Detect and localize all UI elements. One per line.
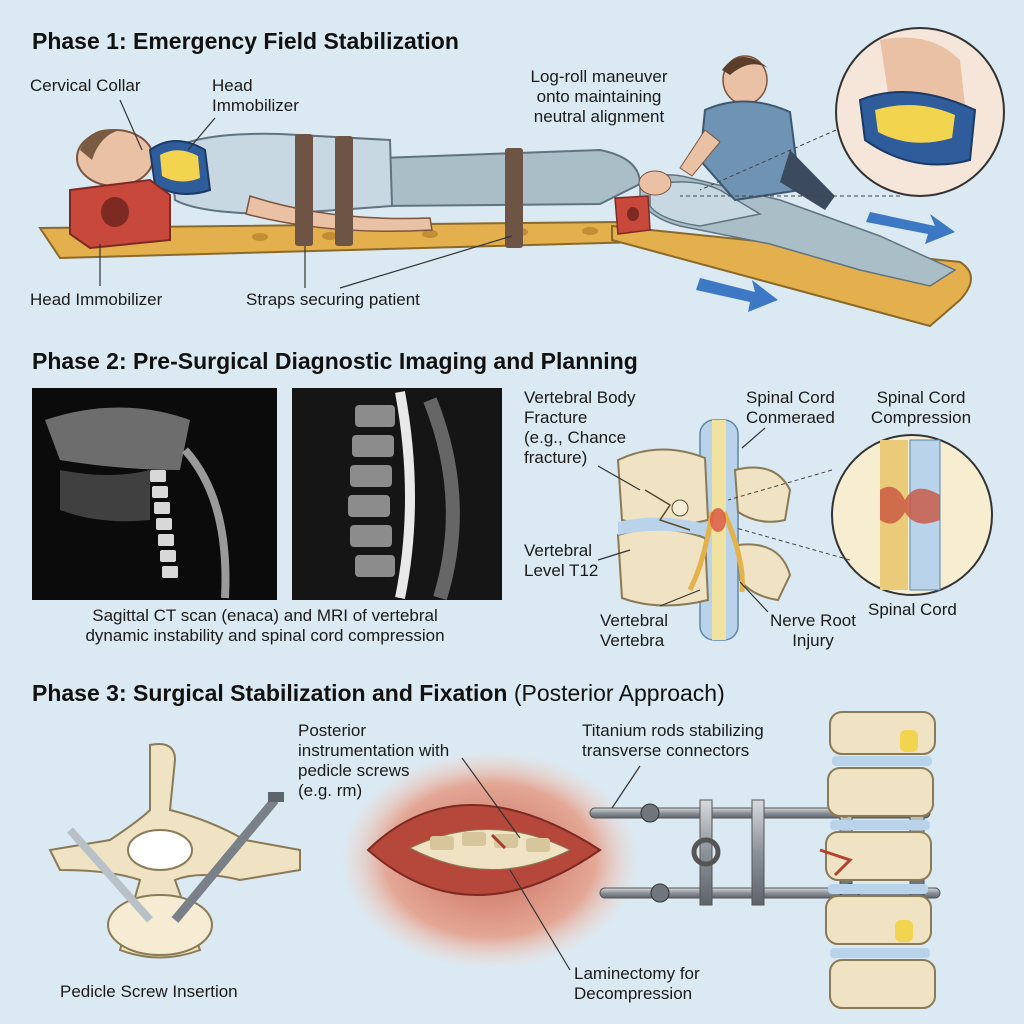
phase3-heading-main: Phase 3: Surgical Stabilization and Fixa… — [32, 680, 508, 706]
surgical-site — [340, 750, 640, 970]
phase1-heading: Phase 1: Emergency Field Stabilization — [32, 28, 459, 54]
phase2-leader-lines — [597, 427, 769, 613]
label-pedicle-screw-insertion: Pedicle Screw Insertion — [60, 982, 238, 1001]
label-vertebral-body-fracture: Vertebral Body Fracture (e.g., Chance fr… — [524, 388, 636, 467]
label-spinal-cord: Spinal Cord — [868, 600, 957, 619]
patient-straps — [295, 134, 523, 248]
phase3-heading: Phase 3: Surgical Stabilization and Fixa… — [32, 680, 725, 707]
label-spinal-cord-conmeraed: Spinal Cord Conmeraed — [746, 388, 835, 427]
label-log-roll: Log-roll maneuver onto maintaining neutr… — [530, 67, 668, 126]
label-posterior-instrumentation: Posterior instrumentation with pedicle s… — [298, 721, 450, 800]
mri-scan-image — [292, 388, 502, 601]
label-head-immobilizer-top: Head Immobilizer — [212, 76, 299, 115]
imaging-caption: Sagittal CT scan (enaca) and MRI of vert… — [85, 606, 445, 645]
label-nerve-root-injury: Nerve Root Injury — [770, 611, 856, 650]
phase1-leader-lines — [99, 99, 513, 289]
collar-detail-inset — [680, 27, 1005, 197]
head-immobilizer-block — [69, 178, 171, 250]
label-laminectomy: Laminectomy for Decompression — [574, 964, 700, 1003]
log-roll-arrows — [696, 212, 955, 312]
label-straps: Straps securing patient — [246, 290, 420, 309]
label-cervical-collar: Cervical Collar — [30, 76, 141, 95]
medic-figure — [679, 55, 835, 210]
log-roll-board — [611, 170, 972, 328]
phase3-heading-approach: (Posterior Approach) — [507, 680, 725, 706]
ct-scan-image — [32, 388, 277, 600]
label-vertebral-level: Vertebral Level T12 — [524, 541, 599, 580]
phase3-leader-lines — [461, 757, 641, 971]
lateral-spine — [819, 711, 936, 1009]
vertebra-fracture-model — [616, 419, 792, 641]
phase2-heading: Phase 2: Pre-Surgical Diagnostic Imaging… — [32, 348, 638, 374]
label-vertebral-vertebra: Vertebral Vertebra — [600, 611, 669, 650]
label-spinal-cord-compression: Spinal Cord Compression — [870, 388, 972, 427]
cervical-collar-illustration — [148, 140, 212, 195]
axial-vertebra — [48, 743, 301, 959]
label-titanium-rods: Titanium rods stabilizing transverse con… — [582, 721, 764, 760]
label-head-immobilizer-bottom: Head Immobilizer — [30, 290, 163, 309]
cord-compression-inset — [727, 434, 993, 596]
